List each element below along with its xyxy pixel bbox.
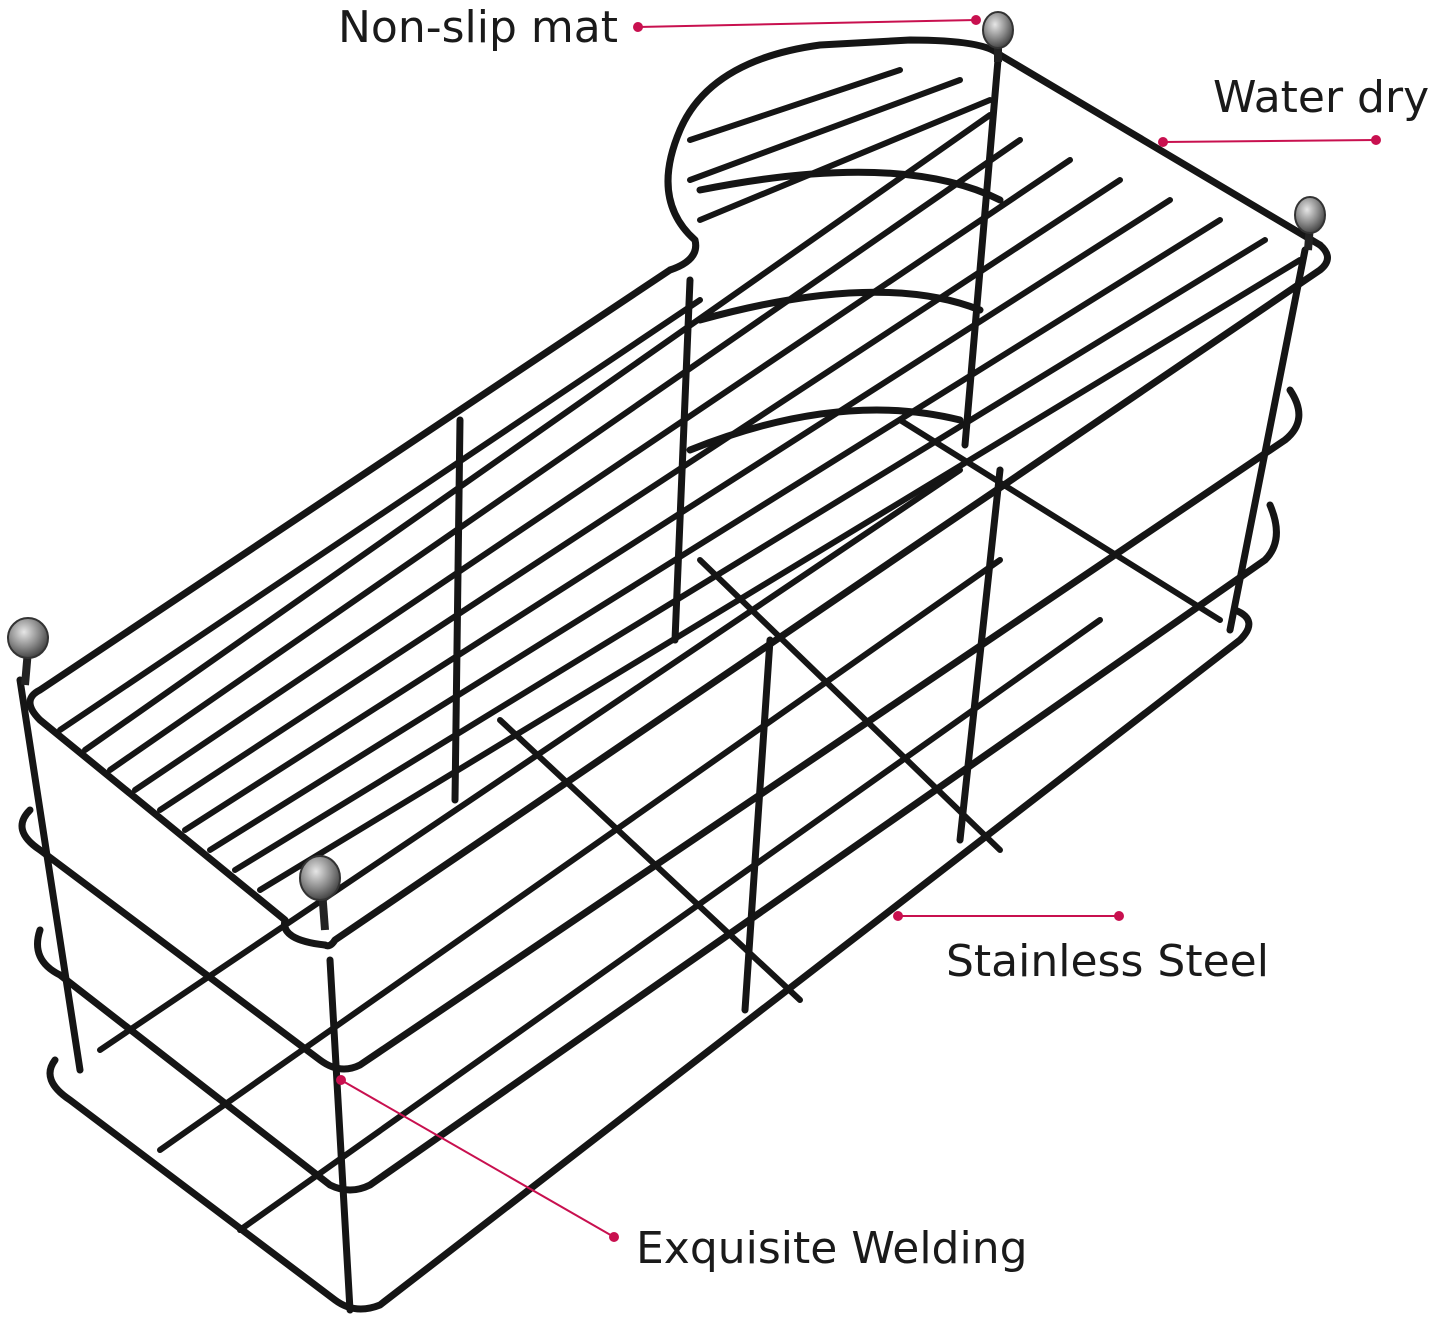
leader-stainless-steel — [893, 911, 1124, 921]
leader-water-dry — [1158, 135, 1381, 147]
foot-top-center — [982, 11, 1014, 62]
foot-front — [299, 855, 341, 931]
non-slip-feet — [7, 11, 1326, 931]
leader-non-slip-mat — [633, 15, 981, 32]
foot-top-right — [1294, 196, 1326, 251]
exquisite-welding-label: Exquisite Welding — [636, 1223, 1028, 1274]
rack-frame — [16, 36, 1331, 1314]
leader-exquisite-welding — [336, 1075, 619, 1242]
stainless-steel-label: Stainless Steel — [946, 936, 1269, 987]
foot-left — [7, 617, 49, 686]
water-dry-label: Water dry — [1213, 72, 1430, 123]
non-slip-mat-label: Non-slip mat — [338, 2, 618, 53]
callout-leaders — [336, 15, 1381, 1242]
